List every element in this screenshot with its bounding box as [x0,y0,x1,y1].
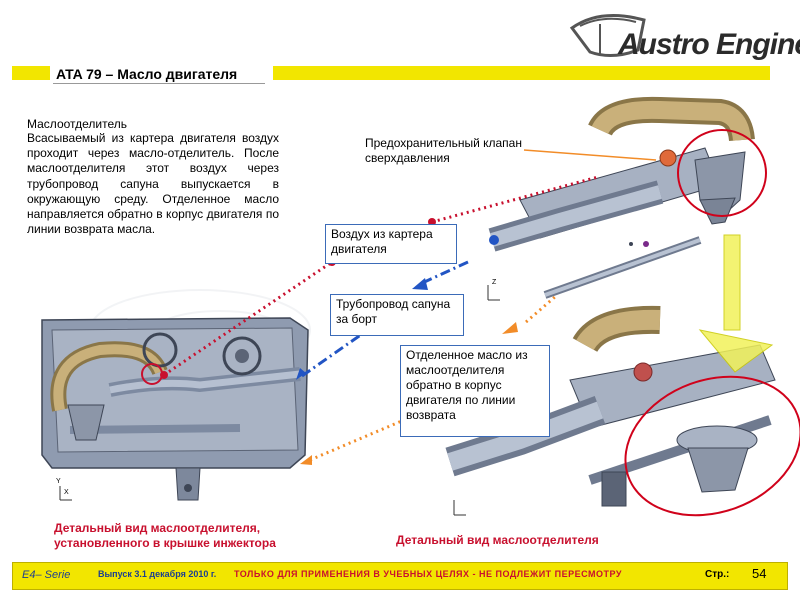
axis-label-y: Y [56,478,61,485]
relief-valve-label: Предохранительный клапан сверхдавления [365,136,522,165]
injector-cover-view [41,317,309,501]
title-underline [53,83,265,84]
breather-path [301,260,469,378]
oil-return-path [309,294,557,462]
footer-bar [12,562,788,590]
crankcase-air-path [163,175,599,377]
page-title: ATA 79 – Масло двигателя [56,66,238,82]
logo-text: Austro Engine [618,28,800,61]
breather-pipe-box: Трубопровод сапуна за борт [330,294,464,336]
austro-engine-logo: Austro Engine [560,6,800,62]
footer-page-label: Стр.: [705,569,730,580]
footer-warning: ТОЛЬКО ДЛЯ ПРИМЕНЕНИЯ В УЧЕБНЫХ ЦЕЛЯХ - … [234,569,622,579]
left-view-caption: Детальный вид маслоотделителя, установле… [54,521,276,550]
axis-label-z: Z [492,279,497,286]
separated-oil-box: Отделенное масло из маслоотделителя обра… [400,345,550,437]
footer-page-number: 54 [752,566,767,581]
description-body: Всасываемый из картера двигателя воздух … [27,131,279,237]
zoom-arrow [698,234,774,373]
right-view-caption: Детальный вид маслоотделителя [396,533,599,547]
description-heading: Маслоотделитель [27,117,127,131]
footer-release: Выпуск 3.1 декабря 2010 г. [98,569,217,579]
logo-emblem-icon [569,14,646,57]
axis-label-x: X [64,489,69,496]
crankcase-air-box: Воздух из картера двигателя [325,224,457,264]
title-bar-right [273,66,770,80]
footer-series: E4– Serie [22,569,71,581]
relief-valve-pointer [523,149,657,161]
title-bar-left [12,66,50,80]
breather-assembly-view [487,96,767,301]
